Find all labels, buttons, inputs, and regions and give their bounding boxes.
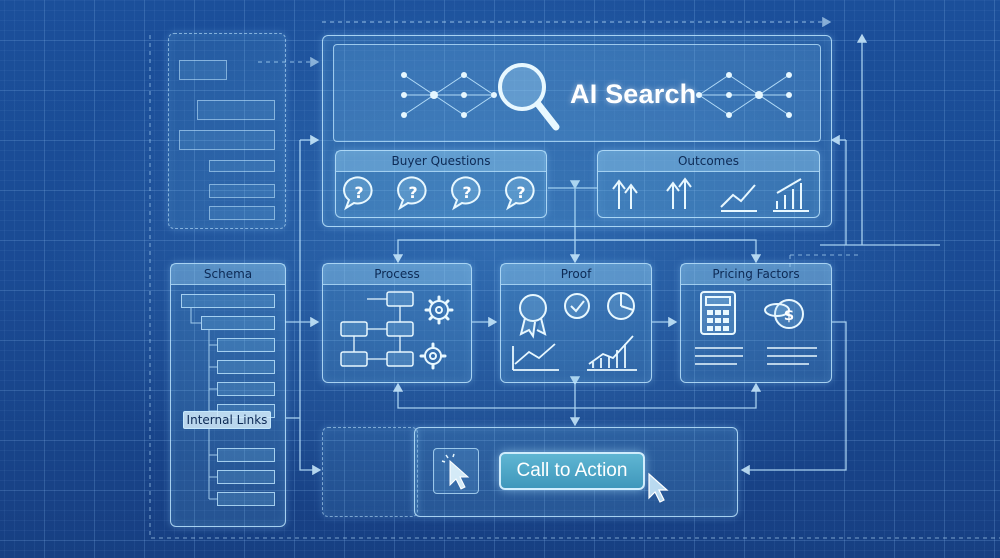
internal-links-item [217, 448, 275, 462]
schema-header: Schema [171, 264, 285, 285]
pricing-icons: $ [695, 291, 817, 365]
ai-search-banner: AI Search [333, 44, 821, 142]
schema-tree-item [217, 382, 275, 396]
svg-text:?: ? [516, 183, 525, 202]
tree-connectors [190, 308, 217, 500]
proof-icons [512, 292, 637, 371]
internal-links-item [217, 492, 275, 506]
schema-tree-item [181, 294, 275, 308]
process-panel: Process [322, 263, 472, 383]
pricing-factors-panel: Pricing Factors $ [680, 263, 832, 383]
svg-text:?: ? [408, 183, 417, 202]
svg-text:$: $ [784, 306, 794, 324]
cta-panel: Call to Action [414, 427, 738, 517]
proof-panel: Proof [500, 263, 652, 383]
wireframe-bar [179, 130, 275, 150]
schema-tree-item [217, 360, 275, 374]
ai-search-title: AI Search [570, 79, 697, 109]
flowchart-icon [340, 291, 454, 370]
wireframe-sketch-panel [168, 33, 286, 229]
pointer-icon [648, 472, 669, 503]
schema-tree-item [217, 338, 275, 352]
cursor-click-box [433, 448, 479, 494]
outcomes-panel: Outcomes [597, 150, 820, 218]
cta-ghost-panel [322, 427, 418, 517]
buyer-questions-header: Buyer Questions [336, 151, 546, 172]
call-to-action-button[interactable]: Call to Action [499, 452, 645, 490]
schema-tree-item [201, 316, 275, 330]
svg-text:?: ? [462, 183, 471, 202]
question-bubble-icons: ???? [343, 176, 535, 211]
pricing-factors-header: Pricing Factors [681, 264, 831, 285]
wireframe-bar [209, 184, 275, 198]
internal-links-item [217, 470, 275, 484]
buyer-questions-panel: Buyer Questions ???? [335, 150, 547, 218]
magnifier-icon [498, 63, 560, 131]
outcome-chart-icons [612, 177, 809, 212]
svg-text:?: ? [354, 183, 363, 202]
neural-network-icon [401, 72, 497, 118]
process-header: Process [323, 264, 471, 285]
wireframe-bar [179, 60, 227, 80]
proof-header: Proof [501, 264, 651, 285]
wireframe-bar [209, 160, 275, 172]
wireframe-bar [197, 100, 275, 120]
internal-links-label: Internal Links [183, 411, 271, 429]
wireframe-bar [209, 206, 275, 220]
cursor-click-icon [441, 453, 470, 490]
outcomes-header: Outcomes [598, 151, 819, 172]
schema-panel: Schema Internal Links [170, 263, 286, 527]
neural-network-icon [696, 72, 792, 118]
